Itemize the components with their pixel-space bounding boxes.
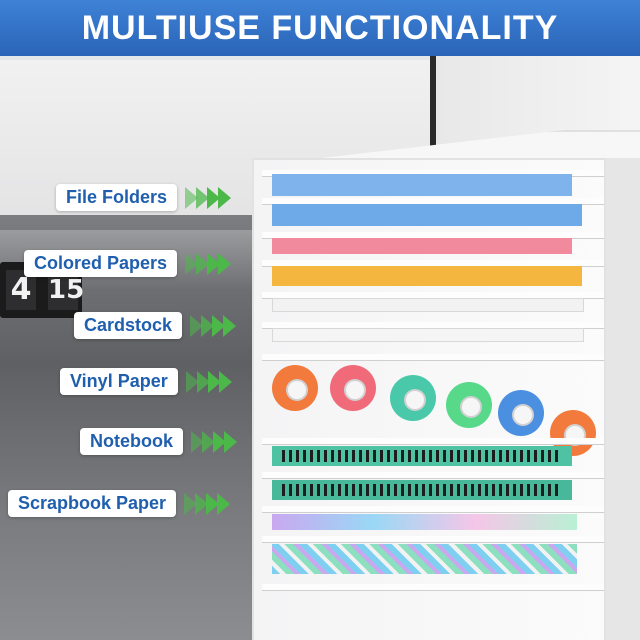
label-text: File Folders — [56, 184, 178, 211]
paper-organizer — [252, 130, 640, 640]
shelf — [262, 354, 604, 361]
label-cardstock: Cardstock — [74, 312, 237, 339]
white-paper-sheet — [272, 328, 584, 342]
chevron-right-icon — [190, 314, 237, 337]
label-text: Vinyl Paper — [60, 368, 178, 395]
file-folder-sheet — [272, 174, 572, 196]
shelf — [262, 438, 604, 445]
shelf — [262, 536, 604, 543]
label-colored-papers: Colored Papers — [24, 250, 232, 277]
shelf — [262, 472, 604, 479]
label-vinyl-paper: Vinyl Paper — [60, 368, 232, 395]
title-banner: MULTIUSE FUNCTIONALITY — [0, 0, 640, 56]
file-folder-sheet — [272, 204, 582, 226]
white-paper-sheet — [272, 298, 584, 312]
vinyl-roll — [498, 390, 544, 436]
organizer-side — [602, 158, 640, 640]
label-notebook: Notebook — [80, 428, 237, 455]
scrapbook-paper-sheet — [272, 514, 577, 530]
label-scrapbook-paper: Scrapbook Paper — [8, 490, 231, 517]
label-text: Scrapbook Paper — [8, 490, 177, 517]
label-text: Cardstock — [74, 312, 183, 339]
vinyl-roll — [390, 375, 436, 421]
vinyl-roll — [272, 365, 318, 411]
vinyl-roll — [330, 365, 376, 411]
vinyl-roll — [446, 382, 492, 428]
label-text: Colored Papers — [24, 250, 178, 277]
organizer-body — [252, 158, 606, 640]
colored-paper-sheet — [272, 238, 572, 254]
label-text: Notebook — [80, 428, 183, 455]
chevron-right-icon — [185, 252, 232, 275]
notebook-spiral — [282, 484, 562, 496]
label-file-folders: File Folders — [56, 184, 232, 211]
scrapbook-paper-sheet — [272, 544, 577, 574]
chevron-right-icon — [185, 186, 232, 209]
chevron-right-icon — [191, 430, 237, 453]
cardstock-sheet — [272, 266, 582, 286]
banner-title: MULTIUSE FUNCTIONALITY — [81, 8, 559, 47]
shelf — [262, 506, 604, 513]
notebook-spiral — [282, 450, 562, 462]
shelf — [262, 584, 604, 591]
chevron-right-icon — [184, 492, 231, 515]
chevron-right-icon — [185, 370, 232, 393]
